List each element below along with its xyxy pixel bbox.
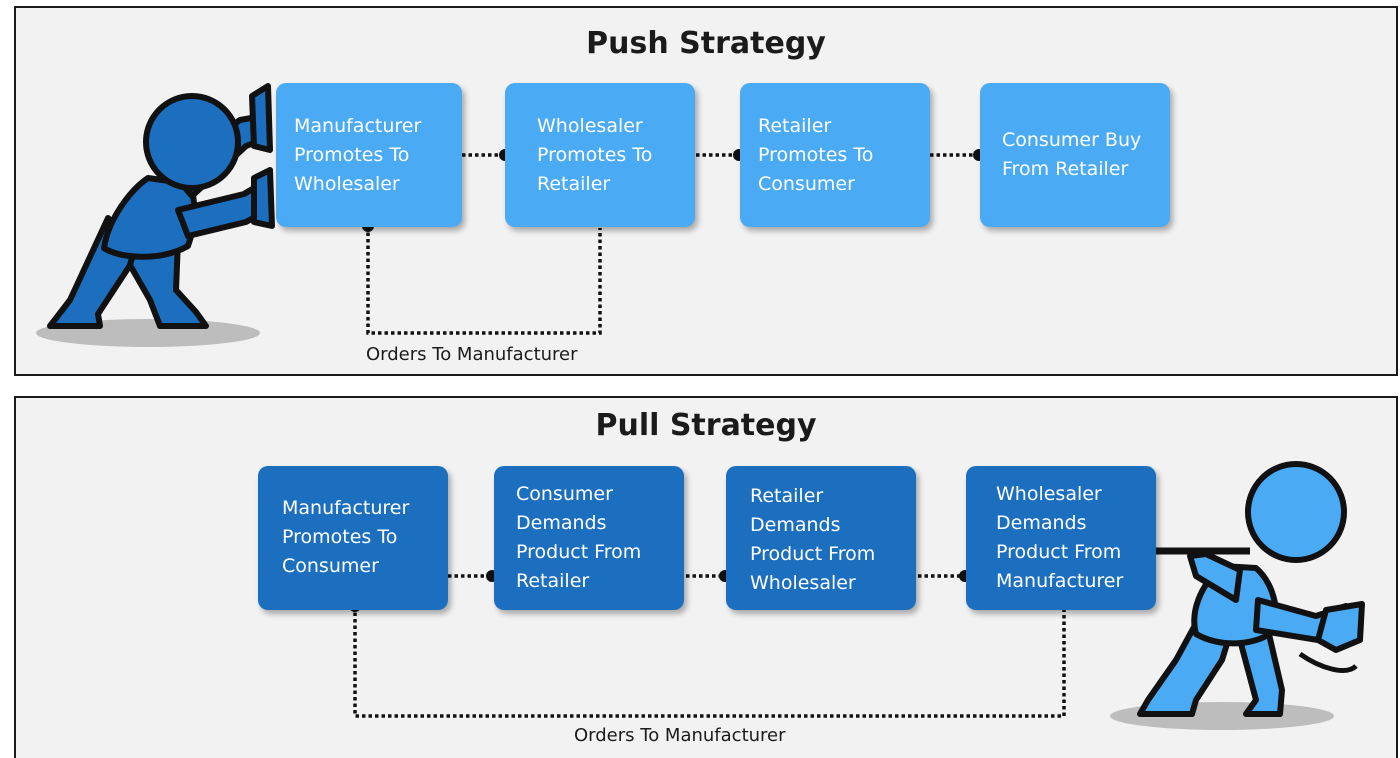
- pull-step-1-label: Manufacturer Promotes To Consumer: [282, 497, 410, 577]
- push-orders-loop: [366, 226, 602, 335]
- pull-step-1: Manufacturer Promotes To Consumer: [258, 466, 448, 610]
- pull-strategy-title: Pull Strategy: [595, 408, 817, 443]
- push-step-3-label: Retailer Promotes To Consumer: [758, 114, 874, 195]
- pull-step-4-label: Wholesaler Demands Product From Manufact…: [996, 483, 1124, 592]
- push-step-1-label: Manufacturer Promotes To Wholesaler: [294, 114, 422, 195]
- pull-step-2: Consumer Demands Product From Retailer: [494, 466, 684, 610]
- push-step-4: Consumer Buy From Retailer: [980, 83, 1170, 227]
- pull-step-2-label: Consumer Demands Product From Retailer: [516, 483, 642, 592]
- push-step-1: Manufacturer Promotes To Wholesaler: [276, 83, 462, 227]
- push-step-4-label: Consumer Buy From Retailer: [1002, 129, 1142, 180]
- pull-step-3-label: Retailer Demands Product From Wholesaler: [750, 485, 876, 594]
- pull-orders-label: Orders To Manufacturer: [574, 725, 786, 746]
- push-step-2-label: Wholesaler Promotes To Retailer: [537, 114, 653, 195]
- push-strategy-title: Push Strategy: [586, 26, 826, 61]
- pull-step-3: Retailer Demands Product From Wholesaler: [726, 466, 916, 610]
- pull-orders-loop: [353, 606, 1066, 718]
- push-orders-label: Orders To Manufacturer: [366, 344, 578, 365]
- pull-step-4: Wholesaler Demands Product From Manufact…: [966, 466, 1156, 610]
- push-step-2: Wholesaler Promotes To Retailer: [505, 83, 695, 227]
- push-step-3: Retailer Promotes To Consumer: [740, 83, 930, 227]
